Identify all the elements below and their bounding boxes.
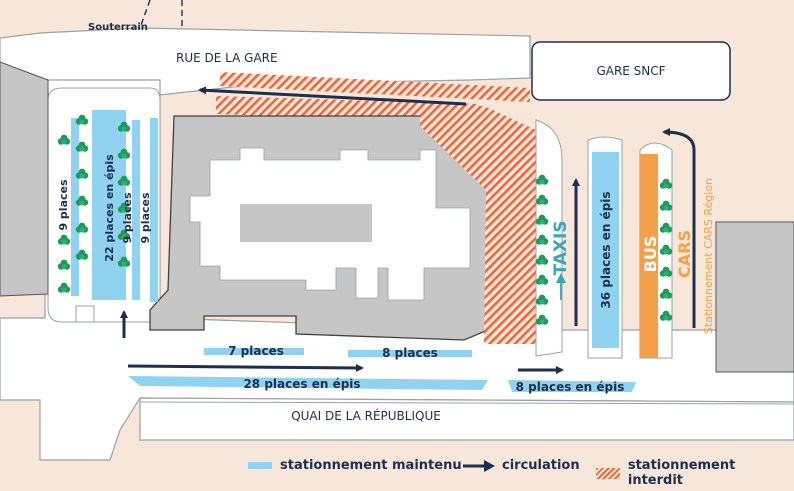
souterrain-path [139,0,183,29]
left-9-places-b: 9 places [121,192,134,244]
bus-strip [640,154,658,358]
right-building [715,221,794,373]
circulation-arrow-rue-gare [198,86,467,106]
rue-de-la-gare-label: RUE DE LA GARE [176,51,278,65]
quai-label: QUAI DE LA RÉPUBLIQUE [291,408,441,423]
bottom-28-places-epis: 28 places en épis [243,377,360,391]
taxis-label: TAXIS [551,220,571,275]
left-parking [71,110,158,302]
forbidden-zone-top-a [220,72,530,102]
legend-arrow-icon [463,459,495,472]
building-inner-block [240,204,372,242]
right-36-places-epis: 36 places en épis [599,191,613,308]
parking-36-strip [592,152,619,348]
legend-maintenu: stationnement maintenu [248,458,462,473]
gare-sncf-label: GARE SNCF [596,64,665,78]
bottom-parking [128,348,636,392]
legend-blue-swatch [248,462,272,469]
circulation-arrow-cars [662,128,696,328]
left-9-places-a: 9 places [57,179,70,231]
circulation-arrow-quai [127,363,364,372]
stationnement-cars-label: Stationnement CARS Région [702,178,715,334]
legend-interdit-label: stationnement interdit [627,458,736,488]
legend-hatch-swatch [596,467,620,479]
gare-sncf-box [531,41,731,101]
legend: stationnement maintenu circulation stati… [0,458,794,488]
legend-maintenu-label: stationnement maintenu [280,458,462,473]
legend-circulation: circulation [462,458,580,473]
forbidden-zone-right [420,106,536,344]
left-buildings [0,61,49,297]
souterrain-label: Souterrain [88,22,148,33]
left-9-places-c: 9 places [139,192,152,244]
legend-interdit: stationnement interdit [596,458,794,488]
legend-circulation-label: circulation [502,458,580,473]
cars-label: CARS [675,230,694,278]
bottom-7-places: 7 places [228,344,284,358]
quai-kerb [139,401,794,405]
left-22-places-epis: 22 places en épis [103,154,116,262]
bus-label: BUS [641,236,660,273]
right-8-places-epis: 8 places en épis [516,380,625,394]
small-square [75,305,95,323]
bottom-8-places: 8 places [382,346,438,360]
